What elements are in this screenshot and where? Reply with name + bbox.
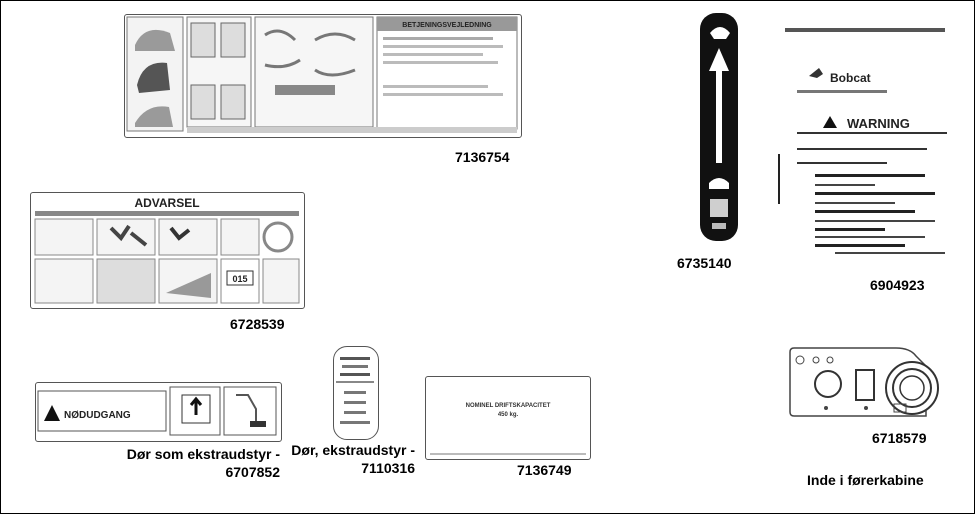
part-number-6718579: 6718579 <box>872 430 927 446</box>
decal-6728539-heading: ADVARSEL <box>134 196 199 210</box>
decal-7136754: BETJENINGSVEJLEDNING <box>124 14 522 138</box>
decal-6904923-graphic: Bobcat WARNING <box>778 28 947 254</box>
decal-6718579 <box>786 346 948 420</box>
part-number-6904923: 6904923 <box>870 277 925 293</box>
decal-6707852: NØDUDGANG <box>35 382 282 442</box>
part-number-6735140: 6735140 <box>677 255 732 271</box>
cabin-note: Inde i førerkabine <box>807 472 924 488</box>
decal-7136754-heading: BETJENINGSVEJLEDNING <box>402 22 492 29</box>
decal-7136749-line1: NOMINEL DRIFTSKAPACITET <box>465 403 551 409</box>
decal-7110316 <box>333 346 379 440</box>
part-number-6728539: 6728539 <box>230 316 285 332</box>
decal-6904923-brand: Bobcat <box>830 71 871 85</box>
decal-7136749-line2: 450 kg. <box>497 412 519 418</box>
decal-6728539-badge: 015 <box>232 274 247 284</box>
part-number-7110316: Dør, ekstraudstyr - 7110316 <box>291 442 415 476</box>
part-number-6707852: Dør som ekstraudstyr - 6707852 <box>126 446 280 480</box>
decal-6728539-graphic: ADVARSEL 015 <box>34 196 300 304</box>
decal-6728539: ADVARSEL 015 <box>30 192 305 309</box>
decal-7110316-graphic <box>336 357 374 424</box>
decal-6707852-graphic: NØDUDGANG <box>37 386 277 436</box>
decal-6904923-heading: WARNING <box>847 116 910 131</box>
part-number-7136749: 7136749 <box>517 462 572 478</box>
decal-6707852-heading: NØDUDGANG <box>64 410 131 421</box>
part-number-7136754: 7136754 <box>455 149 510 165</box>
decal-7136749: NOMINEL DRIFTSKAPACITET 450 kg. <box>425 376 591 460</box>
decal-6735140-graphic <box>709 27 730 229</box>
decal-6904923: Bobcat WARNING <box>775 14 955 270</box>
decal-7136749-footer <box>430 453 586 455</box>
decal-6718579-graphic <box>789 347 939 417</box>
decal-7136754-graphic: BETJENINGSVEJLEDNING <box>126 16 518 133</box>
decal-6735140 <box>700 13 738 241</box>
